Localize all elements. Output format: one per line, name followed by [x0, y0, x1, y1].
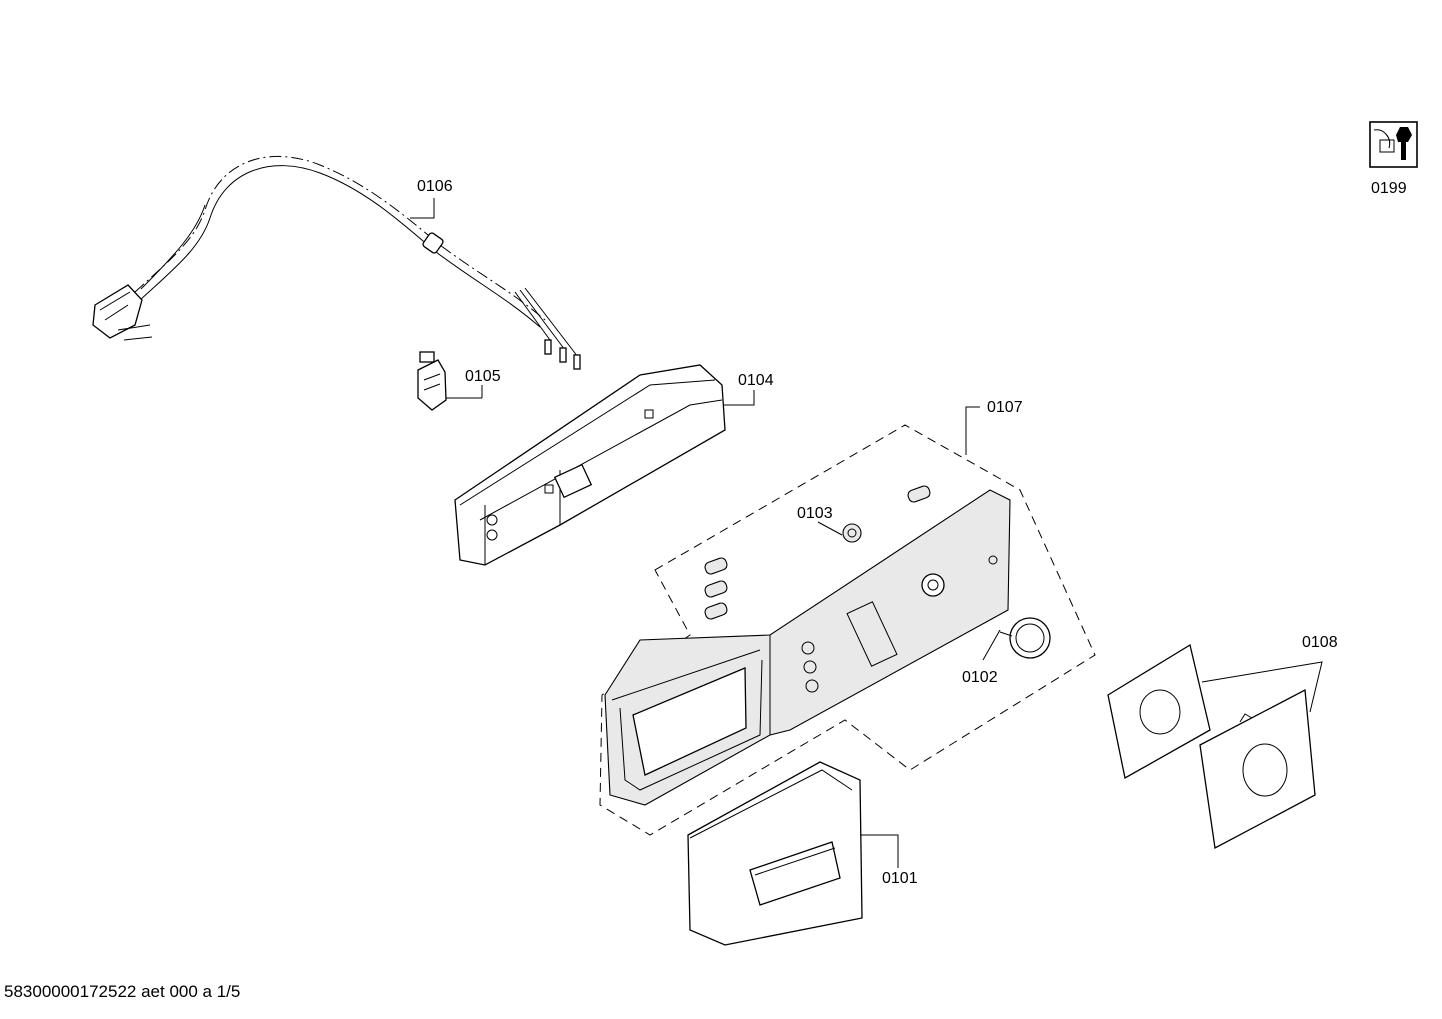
panel-overlay-0108[interactable]: [1107, 643, 1316, 850]
button-pins[interactable]: [704, 485, 932, 621]
detergent-drawer-0101[interactable]: [687, 761, 863, 946]
knob-insert-0103[interactable]: [842, 523, 862, 543]
label-0102: 0102: [962, 669, 998, 686]
program-knob-0102[interactable]: [999, 617, 1051, 659]
leader-0106: [410, 198, 435, 219]
label-0107: 0107: [987, 399, 1023, 416]
label-0103: 0103: [797, 505, 833, 522]
leader-0103: [817, 521, 843, 536]
control-panel[interactable]: [604, 489, 1011, 806]
leader-0102: [982, 629, 1001, 661]
leader-0101: [860, 834, 899, 868]
control-module[interactable]: [454, 364, 726, 566]
label-0101: 0101: [882, 870, 918, 887]
label-0105: 0105: [465, 368, 501, 385]
filter-clip[interactable]: [417, 351, 447, 411]
leader-0107: [965, 406, 980, 455]
wrench-service-icon[interactable]: [1369, 121, 1418, 168]
label-0108: 0108: [1302, 634, 1338, 651]
leader-0108: [1201, 661, 1323, 713]
group-outline-0107: [599, 424, 1096, 836]
document-footer: 58300000172522 aet 000 a 1/5: [4, 982, 241, 1001]
label-0106: 0106: [417, 178, 453, 195]
label-0104: 0104: [738, 372, 774, 389]
label-0199: 0199: [1371, 180, 1407, 197]
power-cable[interactable]: [92, 155, 581, 370]
leader-0104: [724, 390, 755, 406]
